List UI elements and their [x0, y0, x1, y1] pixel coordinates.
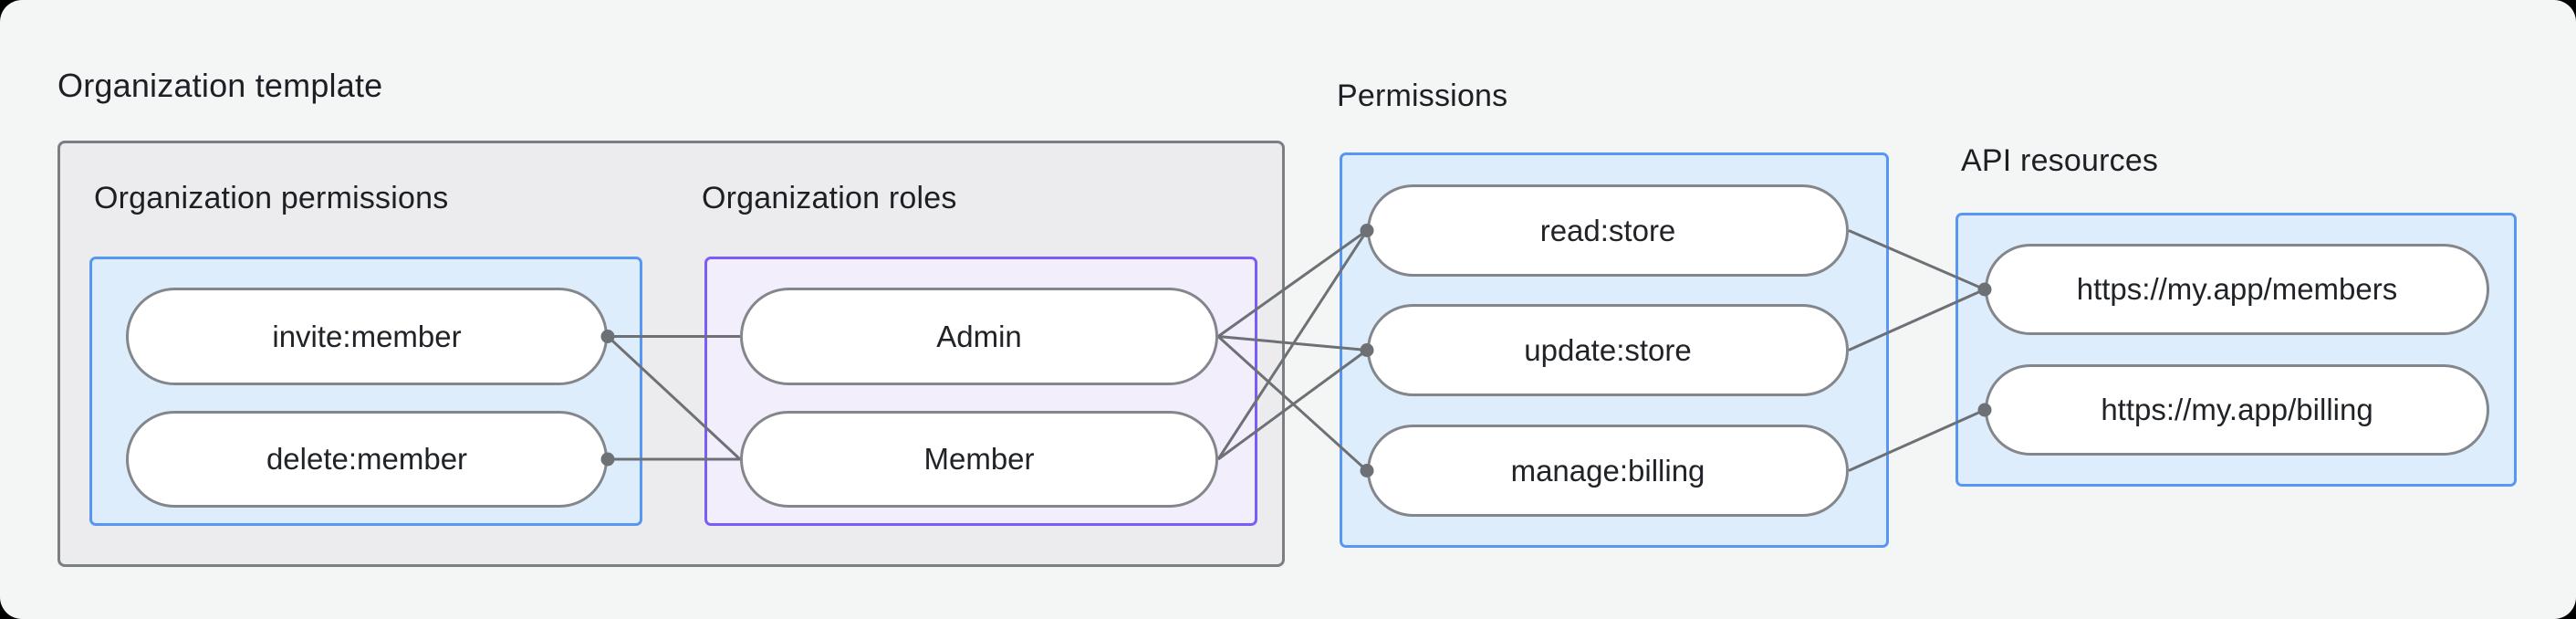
- organization-roles-label: Organization roles: [702, 181, 957, 215]
- node-member-role: Member: [740, 411, 1218, 508]
- node-manage-billing: manage:billing: [1367, 425, 1849, 517]
- organization-permissions-label: Organization permissions: [94, 181, 449, 215]
- node-billing-api-url: https://my.app/billing: [1985, 364, 2489, 456]
- node-update-store: update:store: [1367, 304, 1849, 396]
- node-invite-member: invite:member: [126, 288, 608, 385]
- node-members-api-url: https://my.app/members: [1985, 244, 2489, 335]
- node-delete-member: delete:member: [126, 411, 608, 508]
- api-resources-label: API resources: [1961, 143, 2159, 178]
- permissions-label: Permissions: [1337, 79, 1508, 113]
- node-read-store: read:store: [1367, 184, 1849, 277]
- page-title: Organization template: [57, 67, 383, 104]
- node-admin-role: Admin: [740, 288, 1218, 385]
